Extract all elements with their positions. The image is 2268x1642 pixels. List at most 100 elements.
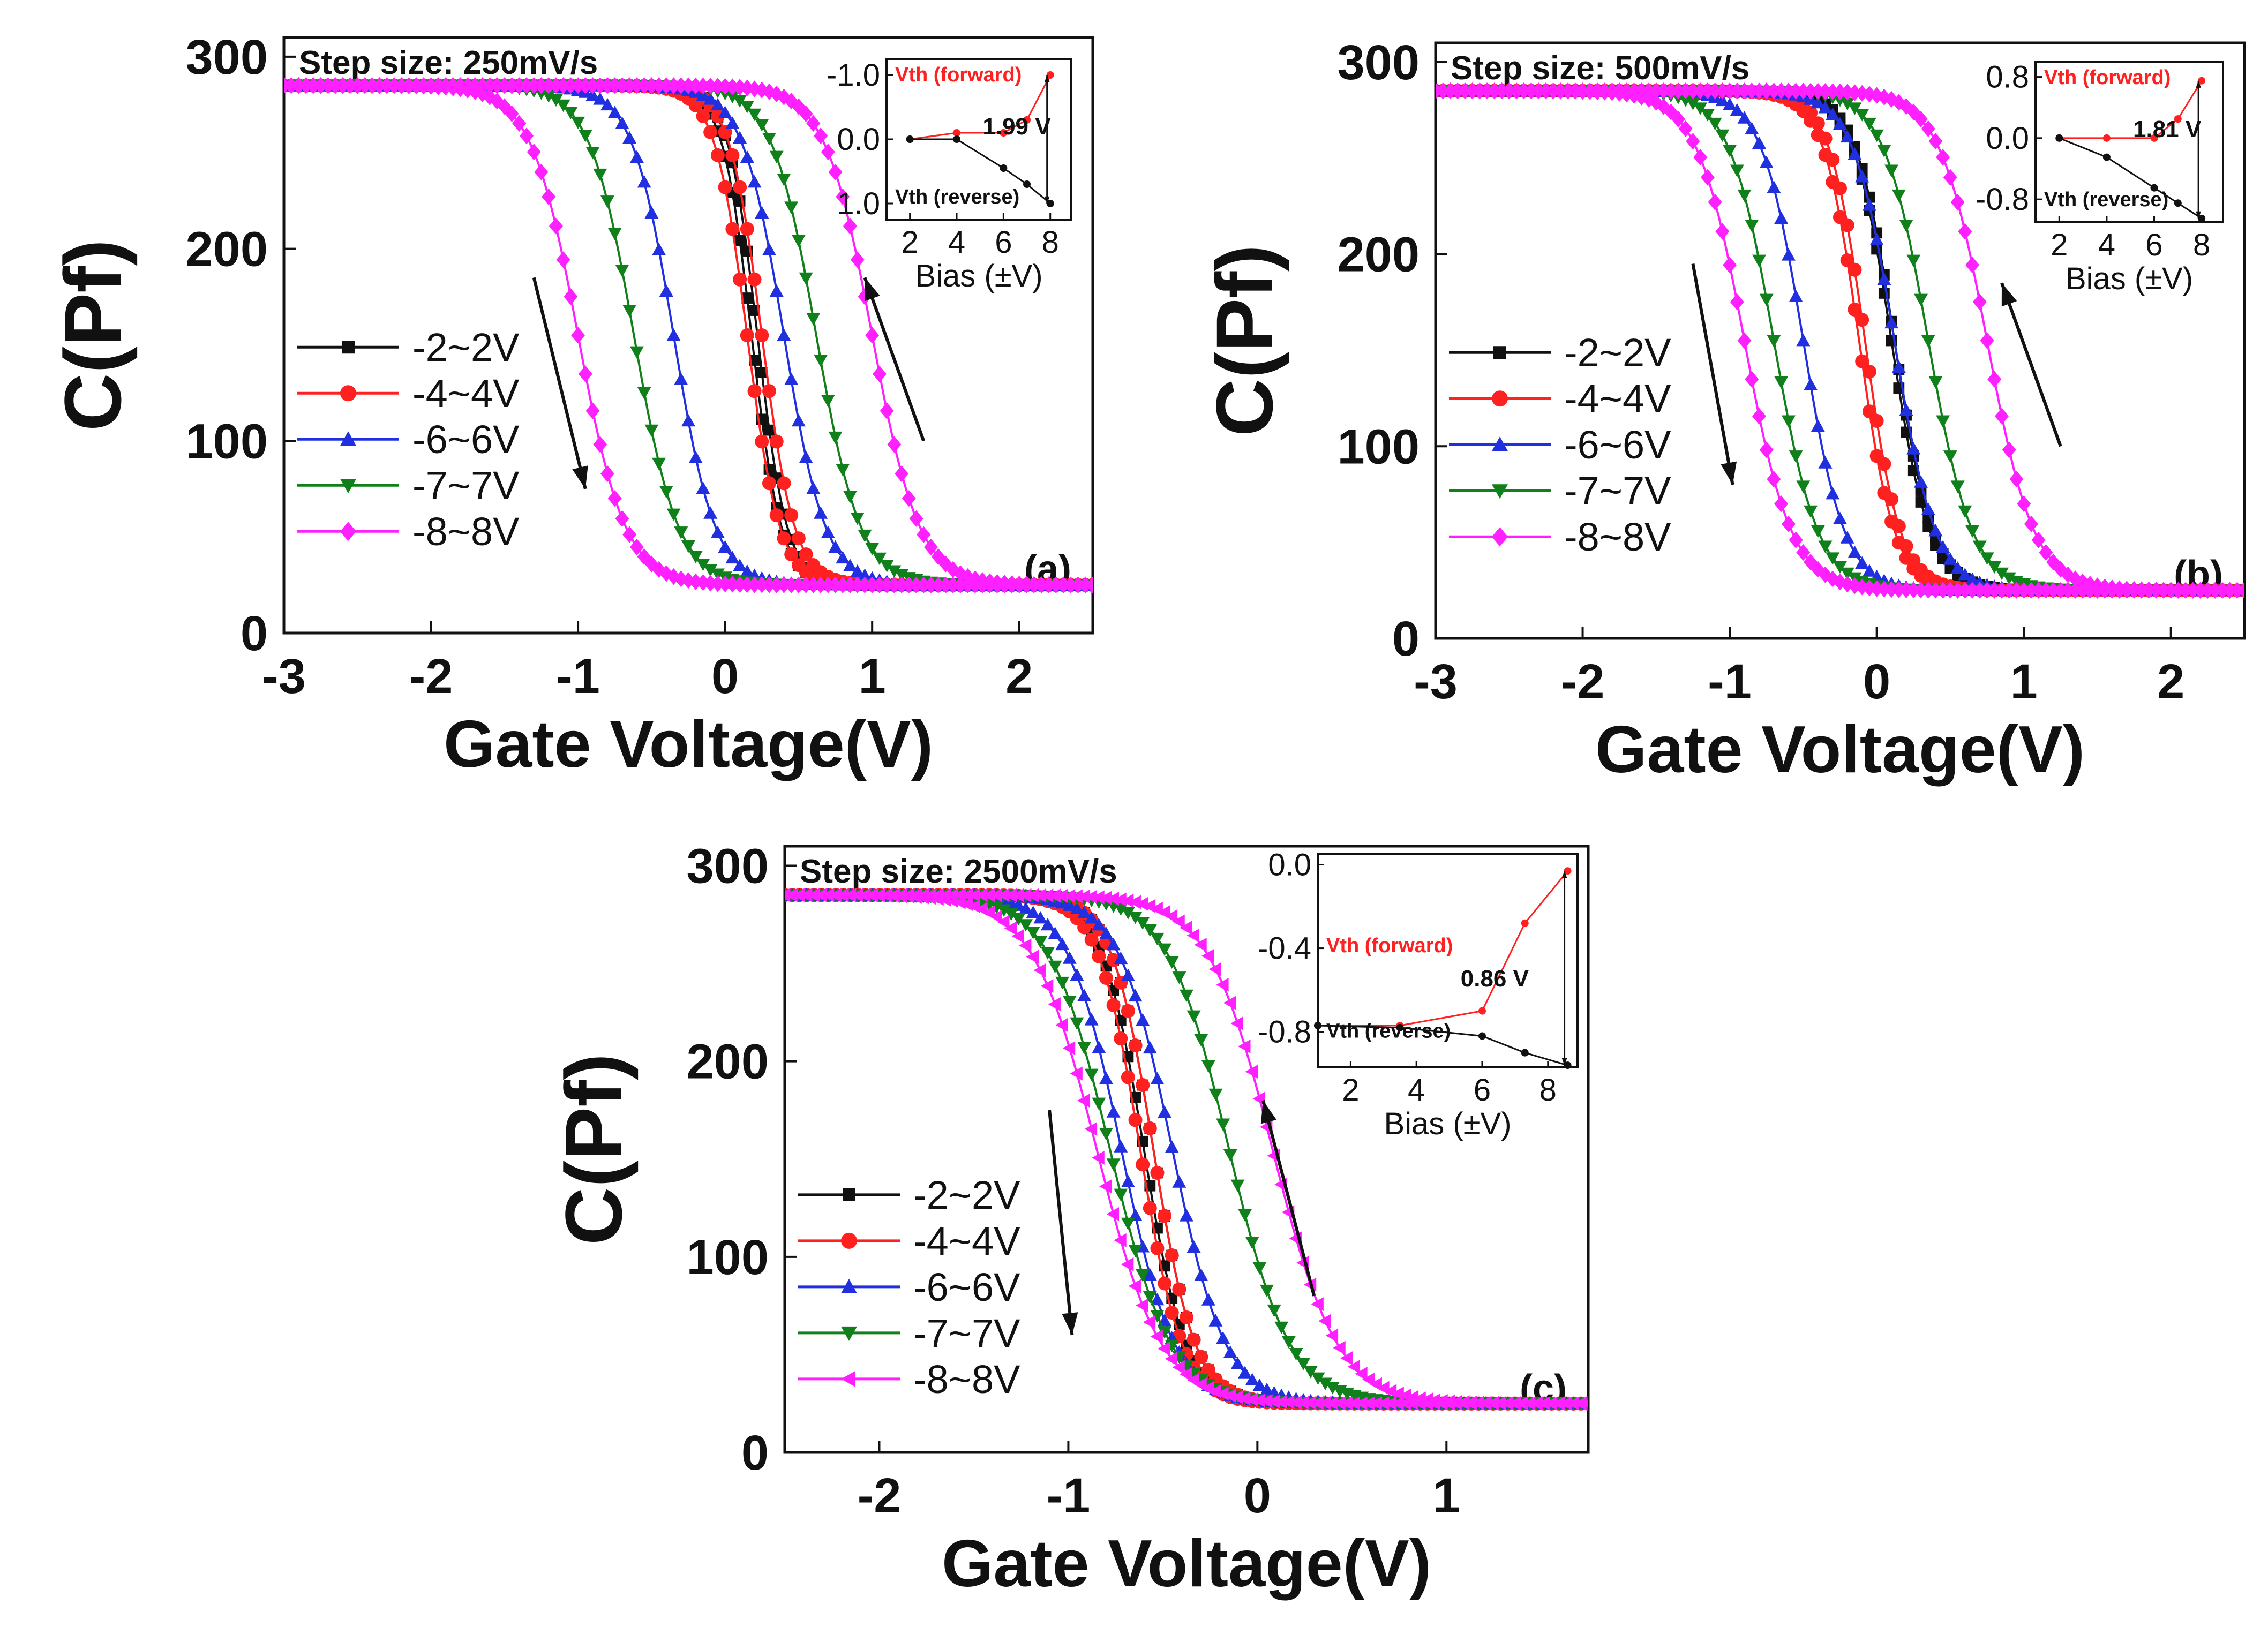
data-point xyxy=(1114,951,1128,965)
data-point xyxy=(1223,1345,1237,1358)
data-point xyxy=(1936,582,1950,599)
data-point xyxy=(1165,956,1179,969)
data-point xyxy=(953,576,967,593)
x-tick-label: 2 xyxy=(1005,649,1033,704)
data-point xyxy=(1062,1041,1076,1056)
data-point xyxy=(2017,582,2031,599)
data-point xyxy=(1070,889,1083,903)
data-point xyxy=(1561,82,1575,100)
data-point xyxy=(1508,1396,1521,1411)
data-point xyxy=(1493,1396,1506,1410)
data-point xyxy=(1077,889,1090,903)
data-point xyxy=(1435,1394,1448,1408)
data-point xyxy=(975,888,988,902)
data-point xyxy=(814,355,828,367)
data-point xyxy=(2046,582,2061,599)
legend-label: -8~8V xyxy=(1564,515,1671,559)
data-point xyxy=(1070,1017,1084,1030)
data-point xyxy=(1011,929,1024,943)
data-point xyxy=(792,888,805,902)
data-point xyxy=(1479,1396,1492,1410)
plot-frame xyxy=(783,845,1590,1454)
data-point xyxy=(1730,82,1744,100)
inset-forward-label: Vth (forward) xyxy=(1326,935,1453,957)
x-tick-label: -3 xyxy=(1414,654,1458,709)
data-point xyxy=(1034,576,1048,593)
data-point xyxy=(696,558,710,571)
inset-delta-label: 1.81 V xyxy=(2133,116,2202,142)
data-point xyxy=(1194,938,1207,952)
data-point xyxy=(769,284,784,297)
data-point xyxy=(585,88,600,101)
x-tick-label: -1 xyxy=(1708,654,1752,709)
data-point xyxy=(1855,313,1869,327)
data-point xyxy=(585,147,600,160)
data-point xyxy=(1267,1394,1280,1408)
data-point xyxy=(1106,1158,1121,1171)
data-point xyxy=(1502,82,1516,100)
sweep-arrow-head xyxy=(2001,283,2017,307)
data-point xyxy=(1921,335,1935,348)
data-point xyxy=(967,888,980,902)
y-axis-label: C(Pf) xyxy=(48,239,138,431)
x-tick-label: -2 xyxy=(858,1468,902,1523)
data-point xyxy=(821,576,835,593)
data-point xyxy=(607,77,622,94)
data-point xyxy=(806,115,821,132)
data-point xyxy=(512,115,527,132)
data-point xyxy=(710,97,725,111)
data-point xyxy=(600,195,614,208)
data-point xyxy=(1906,582,1921,599)
data-point xyxy=(1056,576,1071,593)
data-point xyxy=(880,560,894,573)
data-point xyxy=(1055,888,1068,903)
data-point xyxy=(1026,906,1040,918)
data-point xyxy=(1826,552,1840,565)
data-point xyxy=(1442,1394,1455,1408)
data-point xyxy=(1186,928,1200,943)
data-point xyxy=(1958,505,1972,518)
data-point xyxy=(1026,888,1039,902)
data-point xyxy=(2237,582,2244,599)
data-point xyxy=(1136,1157,1150,1172)
data-point xyxy=(1723,97,1737,110)
data-point xyxy=(1796,480,1811,493)
data-point xyxy=(1158,1209,1172,1223)
data-point xyxy=(1965,572,1980,585)
x-tick-label: -1 xyxy=(556,649,600,704)
data-point xyxy=(1208,1314,1223,1327)
step-size-annotation: Step size: 2500mV/s xyxy=(800,853,1117,890)
data-point xyxy=(1855,556,1869,569)
data-point xyxy=(1597,82,1612,100)
data-point xyxy=(1106,891,1120,906)
data-point xyxy=(622,131,637,144)
data-point xyxy=(350,77,365,94)
data-point xyxy=(1987,582,2002,599)
data-point xyxy=(1033,936,1048,948)
inset-y-tick-label: -1.0 xyxy=(827,58,880,93)
x-tick-label: -2 xyxy=(409,649,453,704)
data-point xyxy=(1730,164,1744,177)
sweep-arrow-head xyxy=(1062,1312,1078,1335)
data-point xyxy=(2127,581,2142,598)
data-point xyxy=(313,77,328,94)
data-point xyxy=(1084,911,1099,924)
data-point xyxy=(1143,1041,1157,1054)
data-point xyxy=(1311,1396,1324,1410)
inset-point xyxy=(1000,129,1008,137)
legend-label: -8~8V xyxy=(913,1357,1020,1402)
data-point xyxy=(931,576,945,593)
data-point xyxy=(836,188,850,205)
data-point xyxy=(1833,117,1847,130)
data-point xyxy=(453,77,468,94)
sweep-arrow-head xyxy=(865,277,880,302)
inset-y-tick-label: 0.0 xyxy=(1986,121,2029,156)
inset-point xyxy=(1521,1049,1529,1057)
data-point xyxy=(1899,539,1913,553)
data-point xyxy=(1943,450,1957,463)
x-axis-label: Gate Voltage(V) xyxy=(1595,713,2085,787)
data-point xyxy=(982,888,995,902)
inset-point xyxy=(1314,1021,1321,1029)
data-point xyxy=(1862,364,1876,379)
